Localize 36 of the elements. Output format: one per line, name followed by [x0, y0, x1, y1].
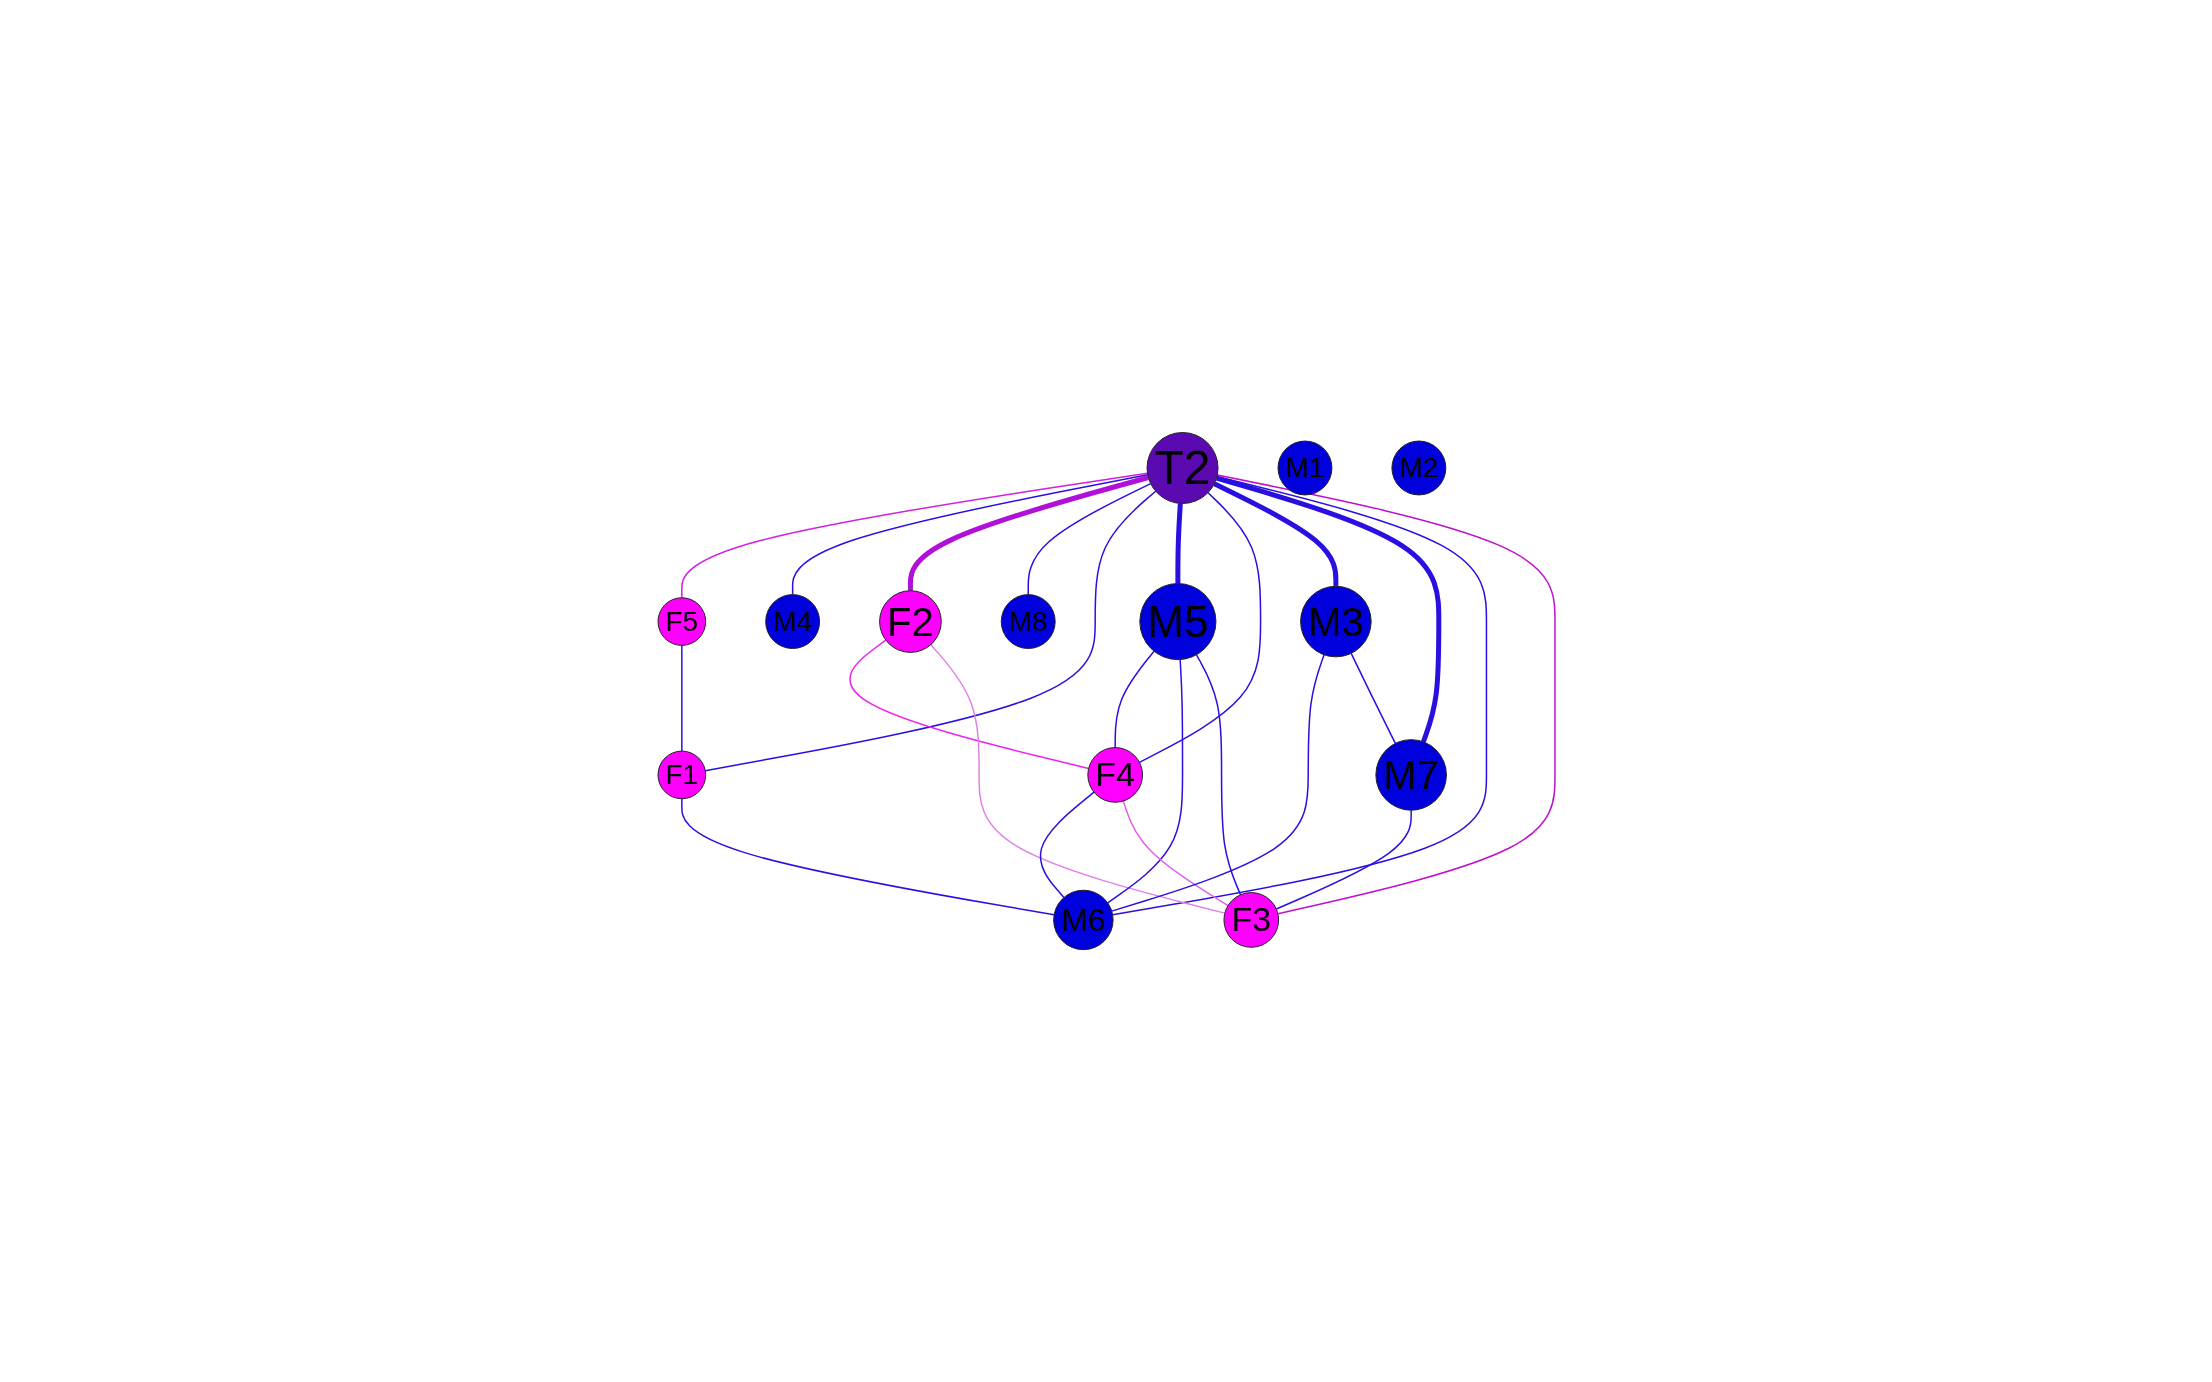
connector [1122, 800, 1229, 907]
connector [1106, 659, 1183, 904]
node-circle: F5 [657, 597, 706, 647]
connector [791, 474, 1148, 596]
connector [1212, 481, 1338, 587]
node-circle: T2 [1146, 432, 1219, 505]
node-circle: F3 [1222, 892, 1279, 948]
node-circle: M7 [1374, 739, 1447, 811]
connector [1275, 809, 1412, 910]
node-circle: F2 [878, 590, 942, 654]
connector [1039, 791, 1095, 899]
connector [1216, 474, 1556, 915]
node-circle: M2 [1390, 440, 1446, 496]
connector [1215, 475, 1441, 743]
node-circle: M4 [764, 594, 820, 650]
node-circle: M8 [1000, 594, 1056, 650]
connector [1349, 652, 1396, 745]
connector [1195, 654, 1241, 896]
connector [1110, 654, 1325, 913]
node-circle: M6 [1052, 889, 1114, 951]
connector [1027, 483, 1151, 596]
connector [704, 490, 1156, 772]
connector [1111, 476, 1487, 916]
connector [680, 472, 1148, 599]
node-circle: M1 [1277, 440, 1332, 496]
node-circle: M5 [1138, 583, 1216, 661]
node-circle: M3 [1299, 585, 1372, 658]
connector [680, 644, 683, 752]
connector [680, 798, 1055, 916]
connector [907, 475, 1149, 591]
node-circle: F1 [657, 750, 706, 800]
connector [1174, 503, 1183, 584]
connector [1113, 650, 1155, 749]
connector [848, 639, 1089, 770]
node-circle: F4 [1086, 747, 1143, 803]
connector [929, 644, 1226, 915]
